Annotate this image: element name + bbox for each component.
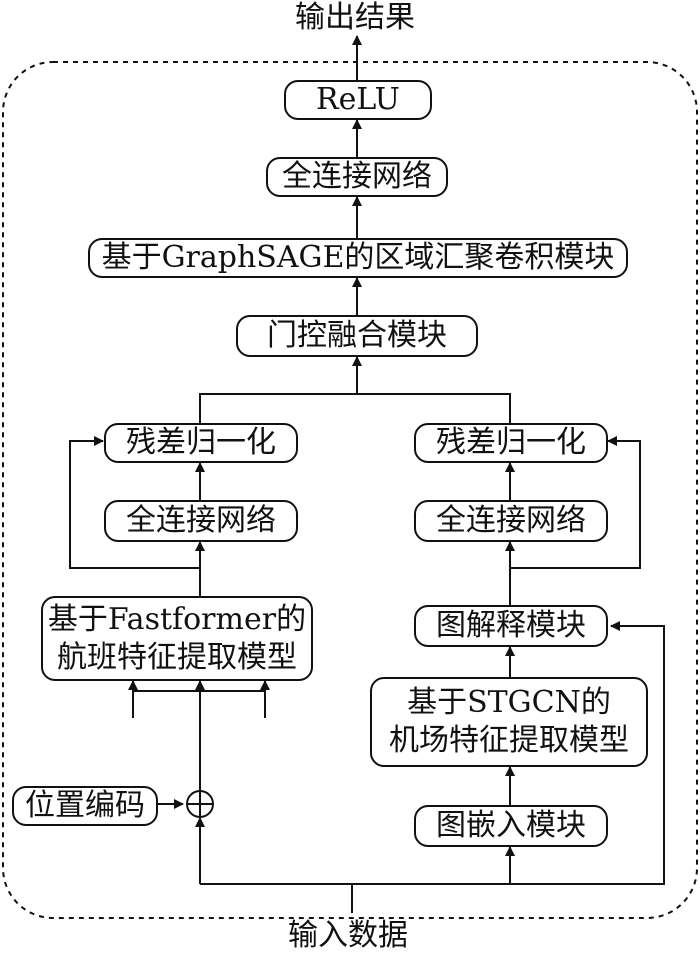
left-residual-line	[69, 436, 200, 569]
fastformer-model-box: 基于Fastformer的 航班特征提取模型	[41, 596, 313, 681]
output-label: 输出结果	[295, 0, 415, 35]
fc-top-box: 全连接网络	[266, 157, 448, 197]
split-line	[132, 690, 266, 718]
fastformer-line1: 基于Fastformer的	[47, 601, 307, 637]
dotted-frame	[2, 61, 698, 919]
graph-embed-box: 图嵌入模块	[414, 805, 608, 847]
gated-fusion-box: 门控融合模块	[236, 315, 478, 357]
right-residual-line	[510, 436, 641, 569]
stgcn-line2: 机场特征提取模型	[389, 723, 629, 758]
graphsage-box: 基于GraphSAGE的区域汇聚卷积模块	[88, 238, 628, 278]
left-fc-box: 全连接网络	[104, 500, 298, 542]
right-fc-box: 全连接网络	[414, 500, 608, 542]
graph-explain-box: 图解释模块	[414, 605, 608, 647]
input-label: 输入数据	[288, 918, 408, 953]
fastformer-line2: 航班特征提取模型	[57, 639, 297, 675]
right-residual-norm-box: 残差归一化	[414, 423, 608, 463]
stgcn-line1: 基于STGCN的	[407, 685, 611, 720]
position-encoding-box: 位置编码	[12, 786, 158, 826]
add-operator-icon	[186, 790, 214, 818]
branch-merge-line	[199, 393, 511, 423]
stgcn-model-box: 基于STGCN的 机场特征提取模型	[370, 677, 648, 767]
input-bus-line	[200, 621, 665, 885]
left-residual-norm-box: 残差归一化	[104, 423, 298, 463]
relu-box: ReLU	[284, 80, 432, 120]
